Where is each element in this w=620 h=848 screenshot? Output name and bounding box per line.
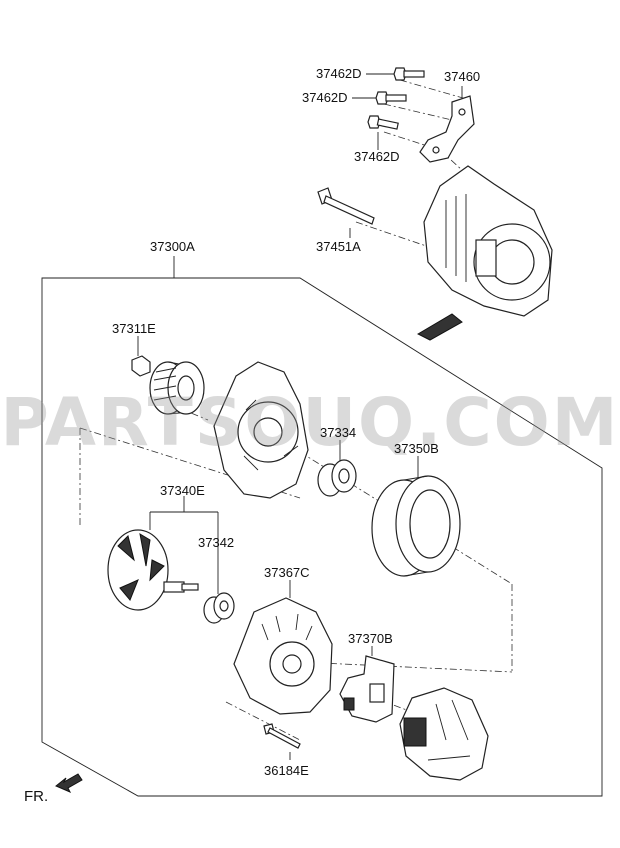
part-label-37370B[interactable]: 37370B xyxy=(348,631,393,646)
alternator-icon xyxy=(416,165,553,341)
part-label-37350B[interactable]: 37350B xyxy=(394,441,439,456)
direction-arrow-icon xyxy=(55,773,83,793)
direction-label: FR. xyxy=(24,788,49,805)
part-label-37300A[interactable]: 37300A xyxy=(150,239,195,254)
part-label-36184E[interactable]: 36184E xyxy=(264,763,309,778)
part-label-37462D[interactable]: 37462D xyxy=(316,66,362,81)
part-label-37451A[interactable]: 37451A xyxy=(316,239,361,254)
bolt-icon xyxy=(375,91,407,105)
part-label-37311E[interactable]: 37311E xyxy=(112,321,156,336)
bracket-icon xyxy=(419,95,475,163)
part-label-37342[interactable]: 37342 xyxy=(198,535,235,550)
bearing-icon xyxy=(317,459,357,497)
nut-icon xyxy=(131,355,151,377)
part-label-37334[interactable]: 37334 xyxy=(320,425,357,440)
bolt-icon xyxy=(263,723,301,749)
bolt-icon xyxy=(367,115,399,130)
part-label-37462D[interactable]: 37462D xyxy=(302,90,348,105)
bearing-icon xyxy=(203,592,235,624)
bolt-icon xyxy=(317,187,375,225)
part-label-37460[interactable]: 37460 xyxy=(444,69,481,84)
rear-housing-icon xyxy=(233,597,333,715)
part-label-37367C[interactable]: 37367C xyxy=(264,565,310,580)
pulley-icon xyxy=(149,361,205,415)
assembly-boundary xyxy=(41,277,603,797)
bolt-icon xyxy=(393,67,425,81)
rear-cover-icon xyxy=(399,687,489,781)
regulator-icon xyxy=(339,655,395,723)
stator-icon xyxy=(371,475,461,577)
part-label-37340E[interactable]: 37340E xyxy=(160,483,205,498)
rotor-icon xyxy=(107,529,199,611)
front-housing-icon xyxy=(213,361,309,499)
part-label-37462D[interactable]: 37462D xyxy=(354,149,400,164)
